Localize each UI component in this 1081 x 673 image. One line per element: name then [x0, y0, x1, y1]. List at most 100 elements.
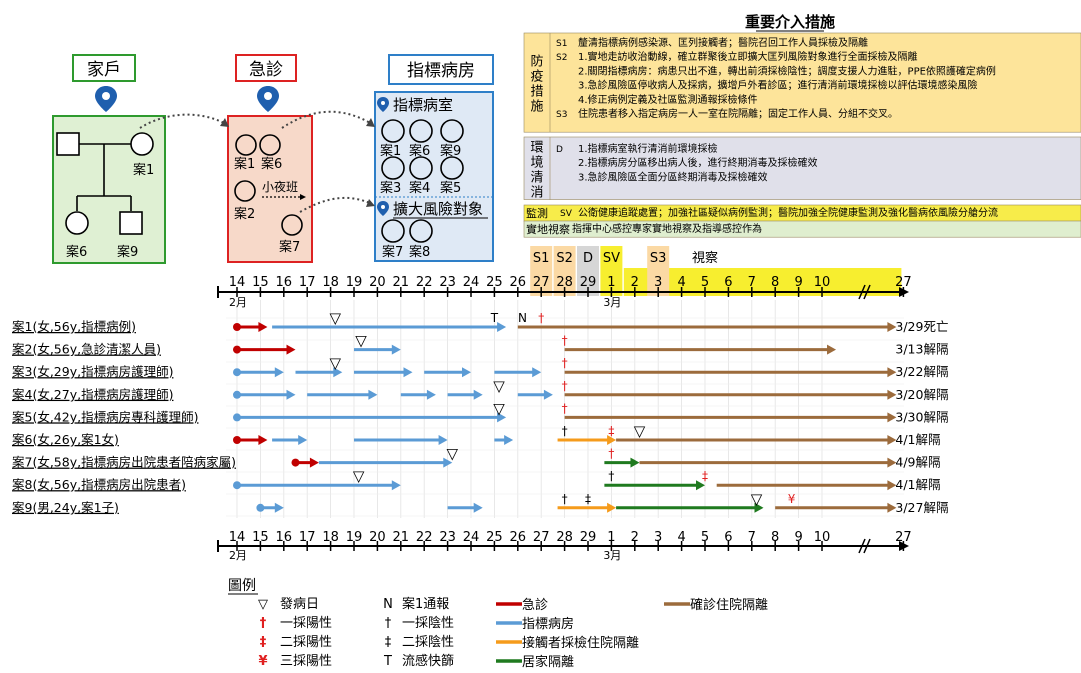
legend-symbol: ¥ [258, 654, 267, 669]
er-person-circles [234, 134, 303, 236]
axis-tick-label: 27 [533, 275, 550, 290]
marker-band [647, 268, 670, 296]
axis-month-feb: 2月 [229, 549, 247, 562]
onset-marker: ▽ [493, 377, 505, 395]
legend-text: 流感快篩 [402, 653, 454, 669]
er-shift-label: 小夜班 [262, 179, 298, 194]
axis-tick-label: 21 [393, 530, 410, 545]
axis-tick-label: 9 [794, 530, 802, 545]
axis-tick-label: 20 [369, 530, 386, 545]
measures-group-name: 境 [530, 155, 543, 170]
measures-group-name: 實地視察 [526, 222, 570, 236]
case-outcome: 3/13解隔 [895, 342, 948, 357]
test-marker: † [562, 401, 568, 415]
axis-tick-label: 5 [701, 530, 709, 545]
axis-tick-label: 27 [895, 275, 912, 290]
axis-tick-label: 23 [439, 275, 456, 290]
axis-tick-label: 16 [276, 275, 293, 290]
axis-tick-label: 7 [748, 275, 756, 290]
case-row: 案8(女,56y,指標病房出院患者)▽†‡4/1解隔 [12, 467, 941, 492]
case-row: 案4(女,27y,指標病房護理師)▽†3/20解隔 [12, 377, 948, 402]
legend-title: 圖例 [228, 578, 256, 594]
marker-label: D [583, 251, 593, 266]
measures-item-text: 1.指標病室執行清消前環境採檢 [578, 142, 718, 155]
ward-room-case-9: 案9 [440, 144, 461, 159]
marker-label: SV [603, 251, 620, 266]
measures-item-text: 2.指標病房分區移出病人後，進行終期消毒及採檢確效 [578, 156, 818, 169]
timeline-grid [226, 300, 904, 518]
er-pin-icon [257, 86, 279, 112]
measures-group-name: 疫 [530, 69, 543, 85]
onset-marker: ▽ [353, 467, 365, 485]
case-label: 案6(女,26y,案1女) [12, 432, 119, 447]
axis-tick-label: 5 [701, 275, 709, 290]
risk-pin-icon [377, 201, 389, 216]
er-case-6: 案6 [261, 157, 282, 172]
case-row: 案2(女,56y,急診清潔人員)▽†3/13解隔 [12, 332, 948, 357]
axis-tick-label: 17 [299, 275, 316, 290]
legend-text: 案1通報 [402, 597, 449, 612]
marker-band [530, 246, 553, 296]
case-label: 案8(女,56y,指標病房出院患者) [12, 477, 186, 492]
axis-tick-label: 20 [369, 275, 386, 290]
transfer-arrowheads [220, 118, 375, 207]
measures-item-tag: S1 [556, 39, 567, 49]
axis-month-mar: 3月 [603, 549, 621, 562]
axis-tick-label: 28 [556, 275, 573, 290]
test-marker: ‡ [702, 469, 708, 483]
axis-tick-label: 19 [346, 275, 363, 290]
marker-band [553, 246, 576, 296]
axis-tick-label: 3 [654, 530, 662, 545]
axis-tick-label: 27 [533, 530, 550, 545]
axis-tick-label: 29 [580, 275, 597, 290]
measures-item-text: 指揮中心感控專家實地視察及指導感控作為 [572, 222, 762, 235]
case-label: 案2(女,56y,急診清潔人員) [12, 342, 161, 357]
axis-tick-label: 4 [677, 530, 685, 545]
test-marker: † [562, 356, 568, 370]
axis-tick-label: 22 [416, 530, 433, 545]
case-label: 案1(女,56y,指標病例) [12, 319, 136, 334]
axis-tick-label: 2 [631, 530, 639, 545]
onset-marker: ▽ [493, 399, 505, 417]
test-marker: † [562, 379, 568, 393]
legend-text: 二採陰性 [402, 635, 454, 650]
axis-month-feb: 2月 [229, 296, 247, 309]
axis-tick-label: 10 [814, 275, 831, 290]
ward-box [374, 91, 494, 262]
case-outcome: 4/1解隔 [895, 477, 940, 492]
home-case-1: 案1 [133, 163, 154, 178]
axis-tick-label: 10 [814, 530, 831, 545]
measures-item-text: 住院患者移入指定病房一人一室在院隔離；固定工作人員、分組不交叉。 [578, 107, 898, 120]
measures-group-box [523, 32, 1081, 133]
legend-symbol: ‡ [260, 635, 267, 650]
location-er: 急診 案1 案6 案2 案7 小夜班 [227, 54, 313, 263]
legend-text: 急診 [522, 597, 548, 613]
axis-tick-label: 19 [346, 530, 363, 545]
case-outcome: 3/27解隔 [895, 500, 948, 515]
marker-label: S2 [556, 251, 573, 266]
room-pin-icon [377, 97, 389, 112]
axis-tick-label: 25 [486, 530, 503, 545]
ward-room-case-4: 案4 [409, 181, 430, 196]
axis-tick-label: 8 [771, 530, 779, 545]
measures-group-name: 措 [530, 85, 543, 100]
legend-symbol: † [260, 616, 267, 631]
axis-tick-label: 17 [299, 530, 316, 545]
marker-label: S1 [533, 251, 550, 266]
measures-item-tag: SV [560, 209, 573, 219]
axis-tick-label: 9 [794, 275, 802, 290]
case-label: 案5(女,42y,指標病房專科護理師) [12, 409, 198, 424]
case-outcome: 3/29死亡 [895, 319, 948, 334]
case-label: 案9(男,24y,案1子) [12, 500, 119, 515]
home-case-6: 案6 [66, 245, 87, 260]
onset-marker: ▽ [330, 354, 342, 372]
home-title: 家戶 [87, 60, 121, 80]
legend-text: 指標病房 [522, 616, 574, 632]
legend-symbol: ▽ [258, 597, 268, 612]
axis-tick-label: 15 [252, 275, 269, 290]
case-outcome: 4/1解隔 [895, 432, 940, 447]
location-ward: 指標病房 指標病室 案1 案6 案9 案3 案4 案5 擴大風險對象 案7 案8 [374, 54, 494, 262]
onset-marker: ▽ [355, 332, 367, 350]
